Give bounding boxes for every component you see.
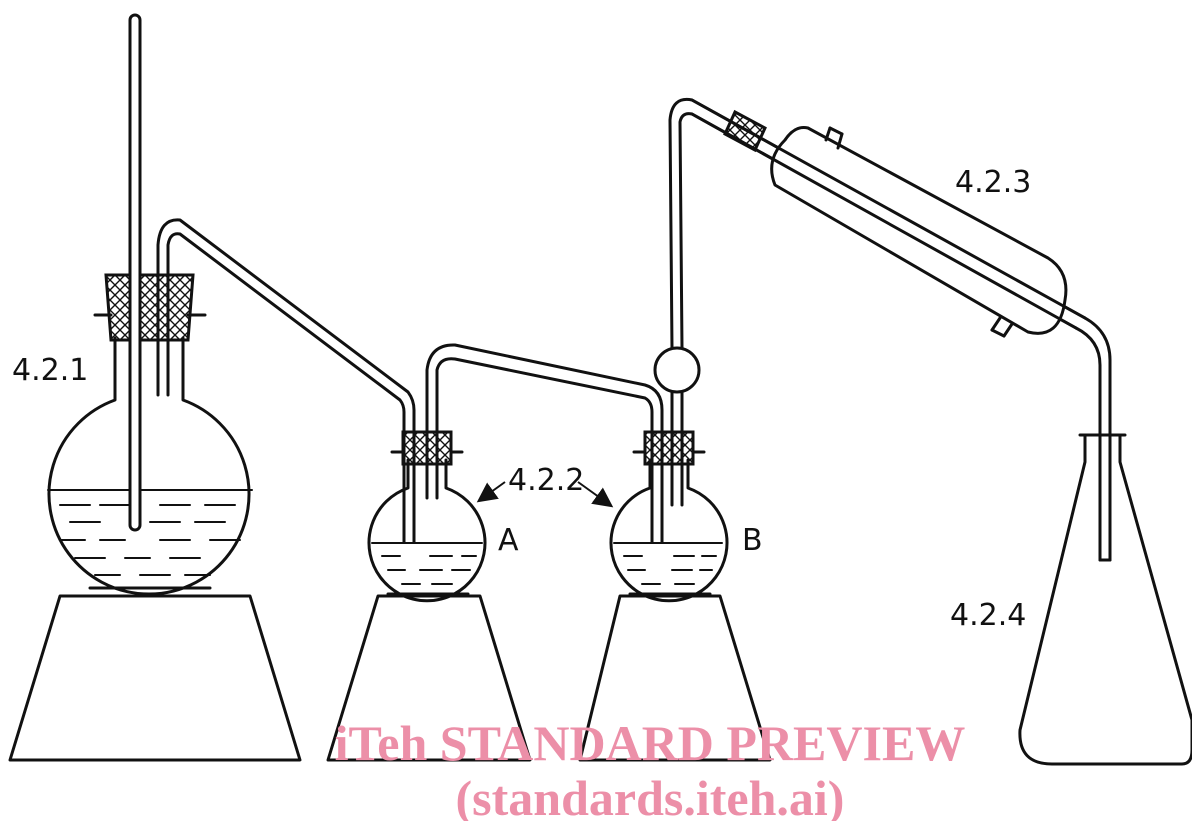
stand-middle-b bbox=[578, 594, 772, 762]
label-receiver: 4.2.4 bbox=[950, 598, 1026, 633]
stand-left bbox=[8, 594, 302, 762]
boiling-flask bbox=[47, 13, 253, 596]
condenser bbox=[690, 98, 1112, 562]
arrow-to-bottle-a bbox=[476, 481, 506, 503]
liquid-hatching-a bbox=[381, 555, 477, 585]
liquid-hatching bbox=[59, 504, 241, 576]
wash-bottle-b bbox=[609, 430, 729, 603]
label-flask-source: 4.2.1 bbox=[12, 353, 88, 388]
watermark-line-2: (standards.iteh.ai) bbox=[456, 770, 845, 821]
label-bottle-a: A bbox=[498, 523, 519, 558]
label-condenser: 4.2.3 bbox=[955, 165, 1031, 200]
delivery-tube-1 bbox=[156, 218, 416, 554]
arrow-to-bottle-b bbox=[577, 481, 614, 508]
stand-middle-a bbox=[326, 594, 532, 762]
label-wash-bottles: 4.2.2 bbox=[508, 463, 584, 498]
label-bottle-b: B bbox=[742, 523, 763, 558]
liquid-hatching-b bbox=[623, 555, 717, 585]
watermark-line-1: iTeh STANDARD PREVIEW bbox=[335, 715, 966, 771]
delivery-tube-2 bbox=[425, 343, 664, 570]
receiver-flask bbox=[1018, 433, 1192, 766]
wash-bottle-a bbox=[367, 430, 487, 603]
